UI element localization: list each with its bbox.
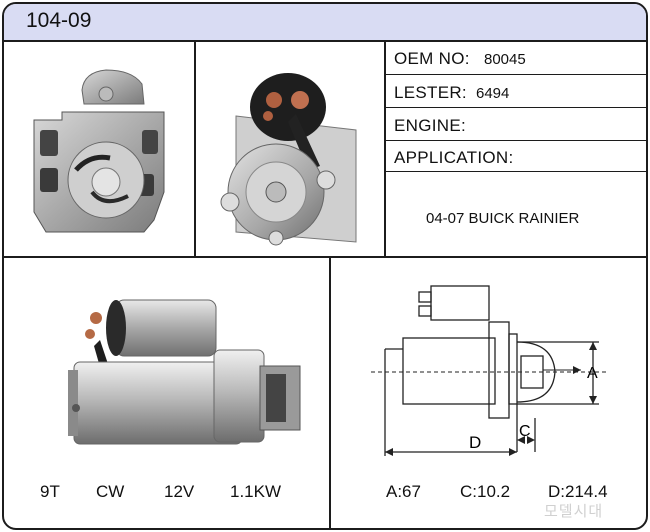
dimension-a-value: A:67 [386, 482, 421, 501]
lester-value: 6494 [476, 85, 510, 102]
divider [329, 258, 331, 528]
starter-side-view [4, 258, 329, 468]
rotation-spec: CW [96, 482, 125, 501]
title-bar: 104-09 [4, 4, 646, 42]
dimension-d-label: D [469, 433, 481, 452]
voltage-spec: 12V [164, 482, 195, 501]
power-spec: 1.1KW [230, 482, 282, 501]
teeth-spec: 9T [40, 482, 60, 501]
application-row: APPLICATION: [386, 141, 646, 172]
divider [194, 40, 196, 256]
watermark: 모델시대 [544, 503, 604, 520]
application-label: APPLICATION: [394, 148, 514, 167]
starter-front-view [4, 42, 194, 256]
dimension-d-value: D:214.4 [548, 482, 608, 501]
part-number: 104-09 [26, 9, 92, 32]
oem-row: OEM NO: 80045 [386, 40, 646, 75]
oem-value: 80045 [484, 51, 526, 68]
divider [384, 40, 386, 256]
schematic-svg: A C D [371, 285, 607, 456]
lester-label: LESTER: [394, 83, 467, 102]
dimension-drawing: A C D [331, 258, 646, 468]
dimension-c-label: C [519, 423, 531, 440]
starter-rear-view [196, 42, 384, 256]
oem-label: OEM NO: [394, 49, 470, 68]
dimension-c-value: C:10.2 [460, 482, 511, 501]
divider [4, 256, 646, 258]
engine-label: ENGINE: [394, 116, 467, 135]
engine-row: ENGINE: [386, 108, 646, 141]
application-value-cell: 04-07 BUICK RAINIER [386, 172, 646, 256]
dimension-a-label: A [587, 365, 598, 382]
application-value: 04-07 BUICK RAINIER [426, 210, 580, 227]
lester-row: LESTER: 6494 [386, 75, 646, 108]
